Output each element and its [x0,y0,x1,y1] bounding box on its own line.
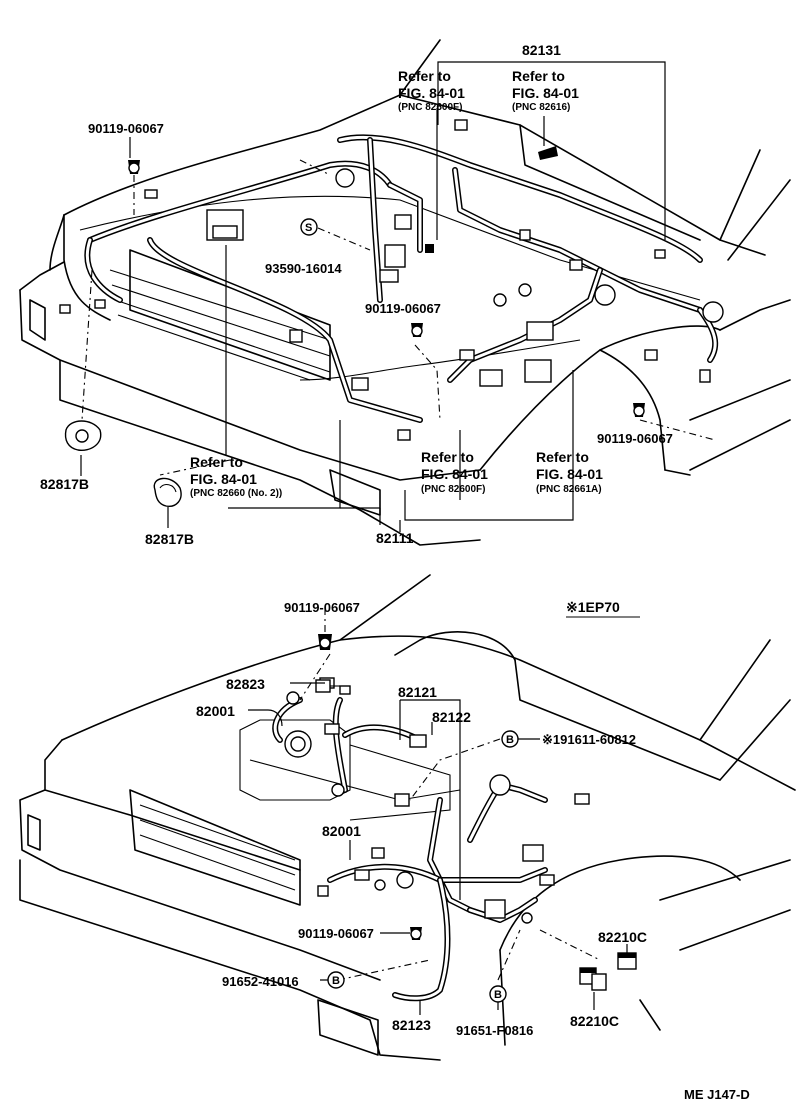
p82823-label: 82823 [226,676,265,692]
refer2-pnc: (PNC 82616) [512,102,570,113]
bolt-top-label: 90119-06067 [284,600,360,615]
clamp-a-label: 82817B [40,476,89,492]
clip-s-label: 93590-16014 [265,261,342,276]
refer3-line2: FIG. 84-01 [190,471,257,487]
refer4-pnc: (PNC 82600F) [421,484,485,495]
b-symbol-left-label: B [332,975,340,987]
bottom-leaders [248,608,628,1015]
bolt-right-label: 90119-06067 [597,431,673,446]
bolt-left-label: 90119-06067 [88,121,164,136]
clamp-b-label: 82817B [145,531,194,547]
bottom-car-body [19,574,796,1061]
refer3-line1: Refer to [190,454,243,470]
relay-82210c-lower-icon [579,967,607,991]
clamp-82817b-lower-icon [153,477,182,507]
p82001a-label: 82001 [196,703,235,719]
p191611-label: ※191611-60812 [542,732,636,747]
sensor-82001-icon [286,691,300,705]
p82210c-b-label: 82210C [570,1013,619,1029]
bottom-labels: ※1EP70 90119-06067 82823 82001 82121 821… [196,599,647,1038]
refer3-pnc: (PNC 82660 (No. 2)) [190,488,282,499]
refer1-line1: Refer to [398,68,451,84]
bolt-center-label: 90119-06067 [365,301,441,316]
b-symbol-left-icon [327,971,345,989]
top-bolt-right-icon [633,403,645,417]
harness-82111-label: 82111 [376,530,414,546]
bottom-bolt-low-icon [410,927,422,940]
relay-82210c-upper-icon [617,952,637,970]
top-leaders [80,61,716,532]
s-symbol-icon [300,218,318,236]
p91651-label: 91651-F0816 [456,1023,533,1038]
refer2-line1: Refer to [512,68,565,84]
p82210c-a-label: 82210C [598,929,647,945]
s-symbol-label: S [305,222,312,234]
bottom-connectors [286,634,637,991]
top-clip-icon [538,146,558,160]
p91652-label: 91652-41016 [222,974,299,989]
harness-82131-label: 82131 [522,42,561,58]
bottom-wire-harness [272,697,548,1002]
relay-82823-icon [315,679,340,693]
refer5-pnc: (PNC 82661A) [536,484,602,495]
b-symbol-upper-label: B [506,734,514,746]
bolt-low-label: 90119-06067 [298,926,374,941]
p82122-label: 82122 [432,709,471,725]
top-bolt-center-icon [411,323,423,337]
refer1-pnc: (PNC 82600F) [398,102,462,113]
p82121-label: 82121 [398,684,437,700]
top-bolt-left-icon [128,160,140,174]
refer4-line2: FIG. 84-01 [421,466,488,482]
refer2-line2: FIG. 84-01 [512,85,579,101]
b-symbol-right-label: B [494,989,502,1001]
p82001b-label: 82001 [322,823,361,839]
footer-code: ME J147-D [684,1087,750,1102]
top-car-body [19,39,791,546]
top-small-clip-icon [425,244,434,253]
refer1-line2: FIG. 84-01 [398,85,465,101]
b-symbol-upper-icon [501,730,519,748]
top-labels: 82131 Refer to FIG. 84-01 (PNC 82600F) R… [40,42,673,547]
top-wire-harness [84,134,719,423]
refer5-line2: FIG. 84-01 [536,466,603,482]
refer5-line1: Refer to [536,449,589,465]
p82123-label: 82123 [392,1017,431,1033]
b-symbol-right-icon [489,985,507,1003]
clamp-82817b-upper-icon [64,420,102,451]
refer4-line1: Refer to [421,449,474,465]
bottom-bolt-top-icon [318,634,332,650]
variant-label: ※1EP70 [566,599,620,615]
top-connectors [59,119,724,507]
